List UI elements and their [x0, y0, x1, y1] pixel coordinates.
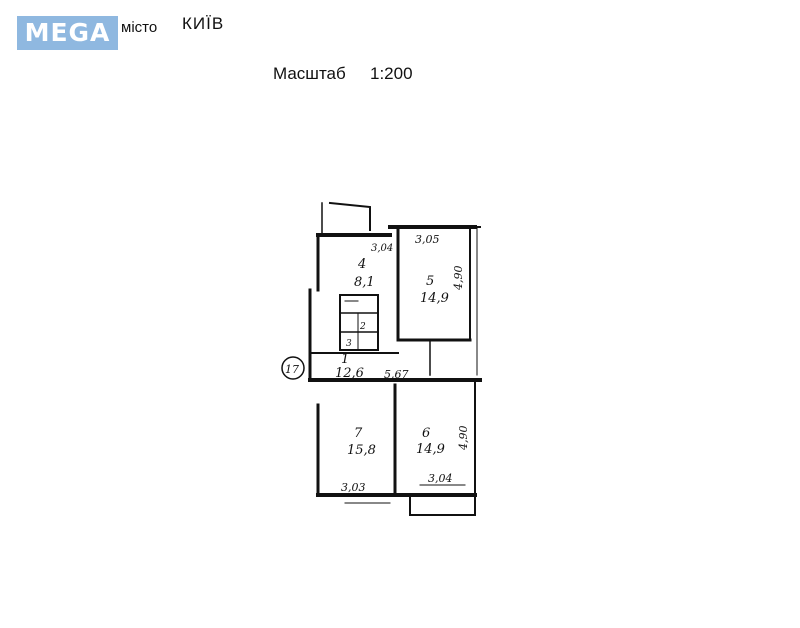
- dim-room5-depth: 4,90: [452, 266, 465, 292]
- entry-mark: [281, 356, 305, 380]
- room-5-number: 5: [426, 274, 434, 289]
- dim-room6-width: 3,04: [428, 472, 453, 485]
- scale-value: 1:200: [370, 64, 413, 83]
- room-1-number: 1: [341, 352, 349, 367]
- room-3-number: 3: [346, 339, 352, 349]
- room-2-number: 2: [359, 322, 366, 332]
- room-4-area: 8,1: [354, 275, 375, 290]
- room-4-number: 4: [357, 257, 366, 272]
- room-6-number: 6: [422, 426, 430, 441]
- dim-room7-width: 3,03: [341, 481, 366, 494]
- city-label: місто: [121, 19, 158, 36]
- room-6-area: 14,9: [416, 442, 445, 457]
- dim-room6-depth: 4,90: [457, 426, 470, 452]
- floor-plan: 17 4 8,1 5 14,9 1 12,6 7 15,8 6 14,9 2 3…: [281, 201, 482, 516]
- room-7-area: 15,8: [347, 443, 376, 458]
- scale-label: Масштаб: [273, 64, 346, 83]
- room-1-area: 12,6: [335, 366, 364, 381]
- mega-logo: MEGA: [17, 16, 118, 50]
- dim-corridor-length: 5,67: [384, 368, 409, 381]
- room-5-area: 14,9: [420, 291, 449, 306]
- dim-room4-width: 3,04: [371, 243, 393, 254]
- room-7-number: 7: [354, 426, 363, 441]
- city-name: КИЇВ: [182, 14, 225, 33]
- entry-mark-label: 17: [285, 363, 299, 376]
- dim-room5-width: 3,05: [415, 233, 440, 246]
